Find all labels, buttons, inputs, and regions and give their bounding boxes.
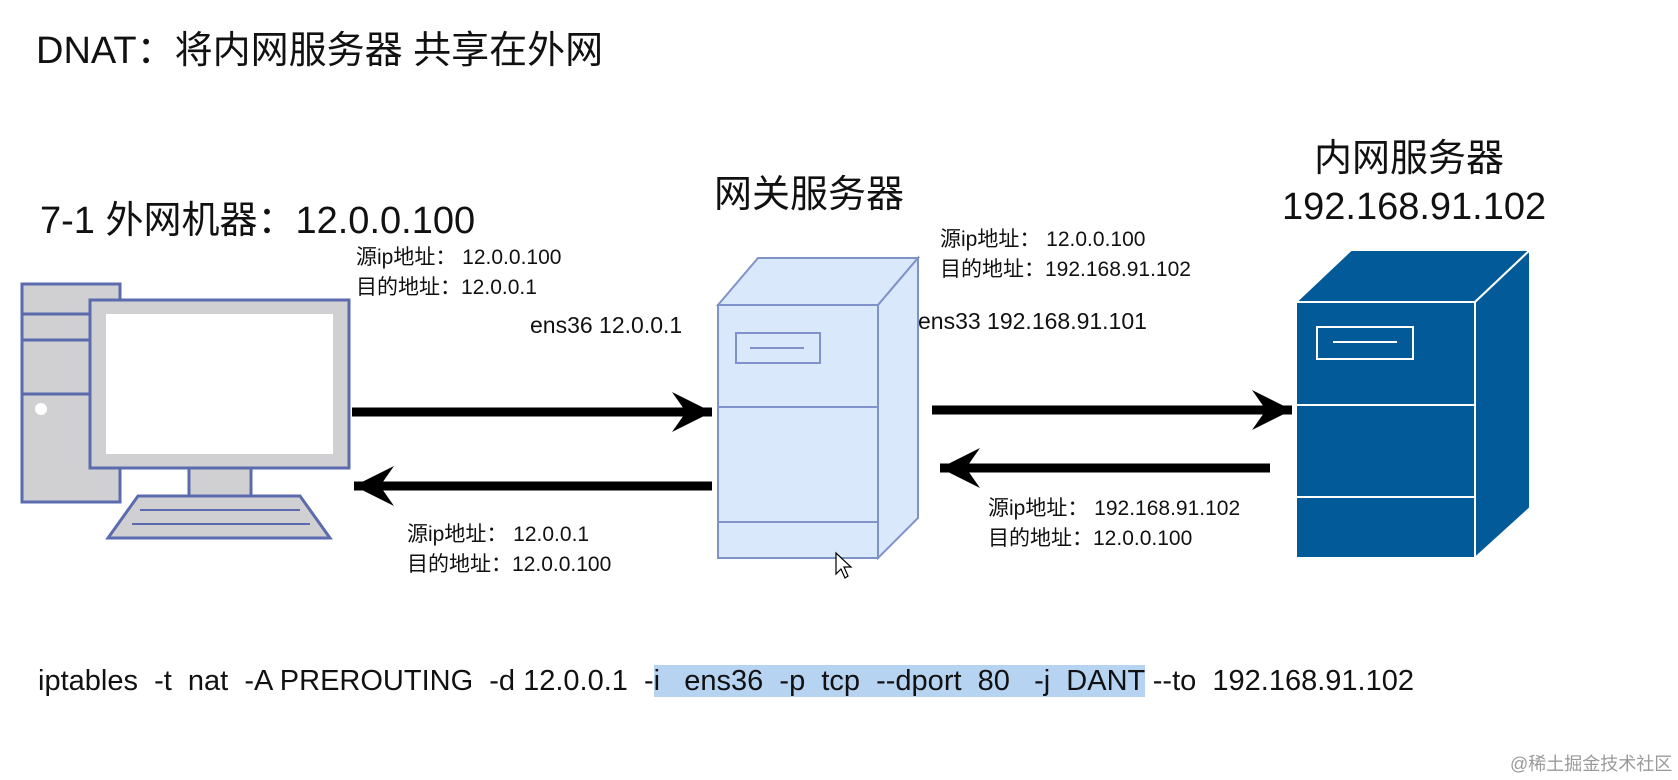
command-part-before: iptables -t nat -A PREROUTING -d 12.0.0.… xyxy=(38,665,654,697)
watermark: @稀土掘金技术社区 xyxy=(1510,754,1673,774)
external-request-source: 源ip地址： 12.0.0.100 xyxy=(356,246,562,269)
gateway-server-icon xyxy=(715,255,921,561)
gateway-ens36-label: ens36 12.0.0.1 xyxy=(530,312,683,338)
external-machine-title: 7-1 外网机器：12.0.0.100 xyxy=(40,200,476,242)
iptables-command: iptables -t nat -A PREROUTING -d 12.0.0.… xyxy=(38,664,1414,699)
command-part-after: --to 192.168.91.102 xyxy=(1144,665,1414,697)
page-title: DNAT：将内网服务器 共享在外网 xyxy=(36,30,604,72)
gateway-server-title: 网关服务器 xyxy=(714,174,905,216)
external-computer-icon xyxy=(20,282,351,540)
internal-response-source: 源ip地址： 192.168.91.102 xyxy=(988,497,1241,520)
internal-request-destination: 目的地址：192.168.91.102 xyxy=(940,258,1191,281)
gateway-ens33-label: ens33 192.168.91.101 xyxy=(918,308,1147,334)
mouse-cursor-icon xyxy=(835,551,853,579)
external-request-destination: 目的地址：12.0.0.1 xyxy=(356,276,537,299)
internal-response-destination: 目的地址：12.0.0.100 xyxy=(988,527,1193,550)
internal-server-title: 内网服务器 xyxy=(1314,138,1505,180)
internal-server-icon xyxy=(1293,247,1533,561)
external-response-source: 源ip地址： 12.0.0.1 xyxy=(407,523,590,546)
internal-server-ip: 192.168.91.102 xyxy=(1282,186,1547,228)
internal-request-source: 源ip地址： 12.0.0.100 xyxy=(940,228,1146,251)
command-highlighted-part: i ens36 -p tcp --dport 80 -j DANT xyxy=(653,665,1145,697)
external-response-destination: 目的地址：12.0.0.100 xyxy=(407,553,612,576)
